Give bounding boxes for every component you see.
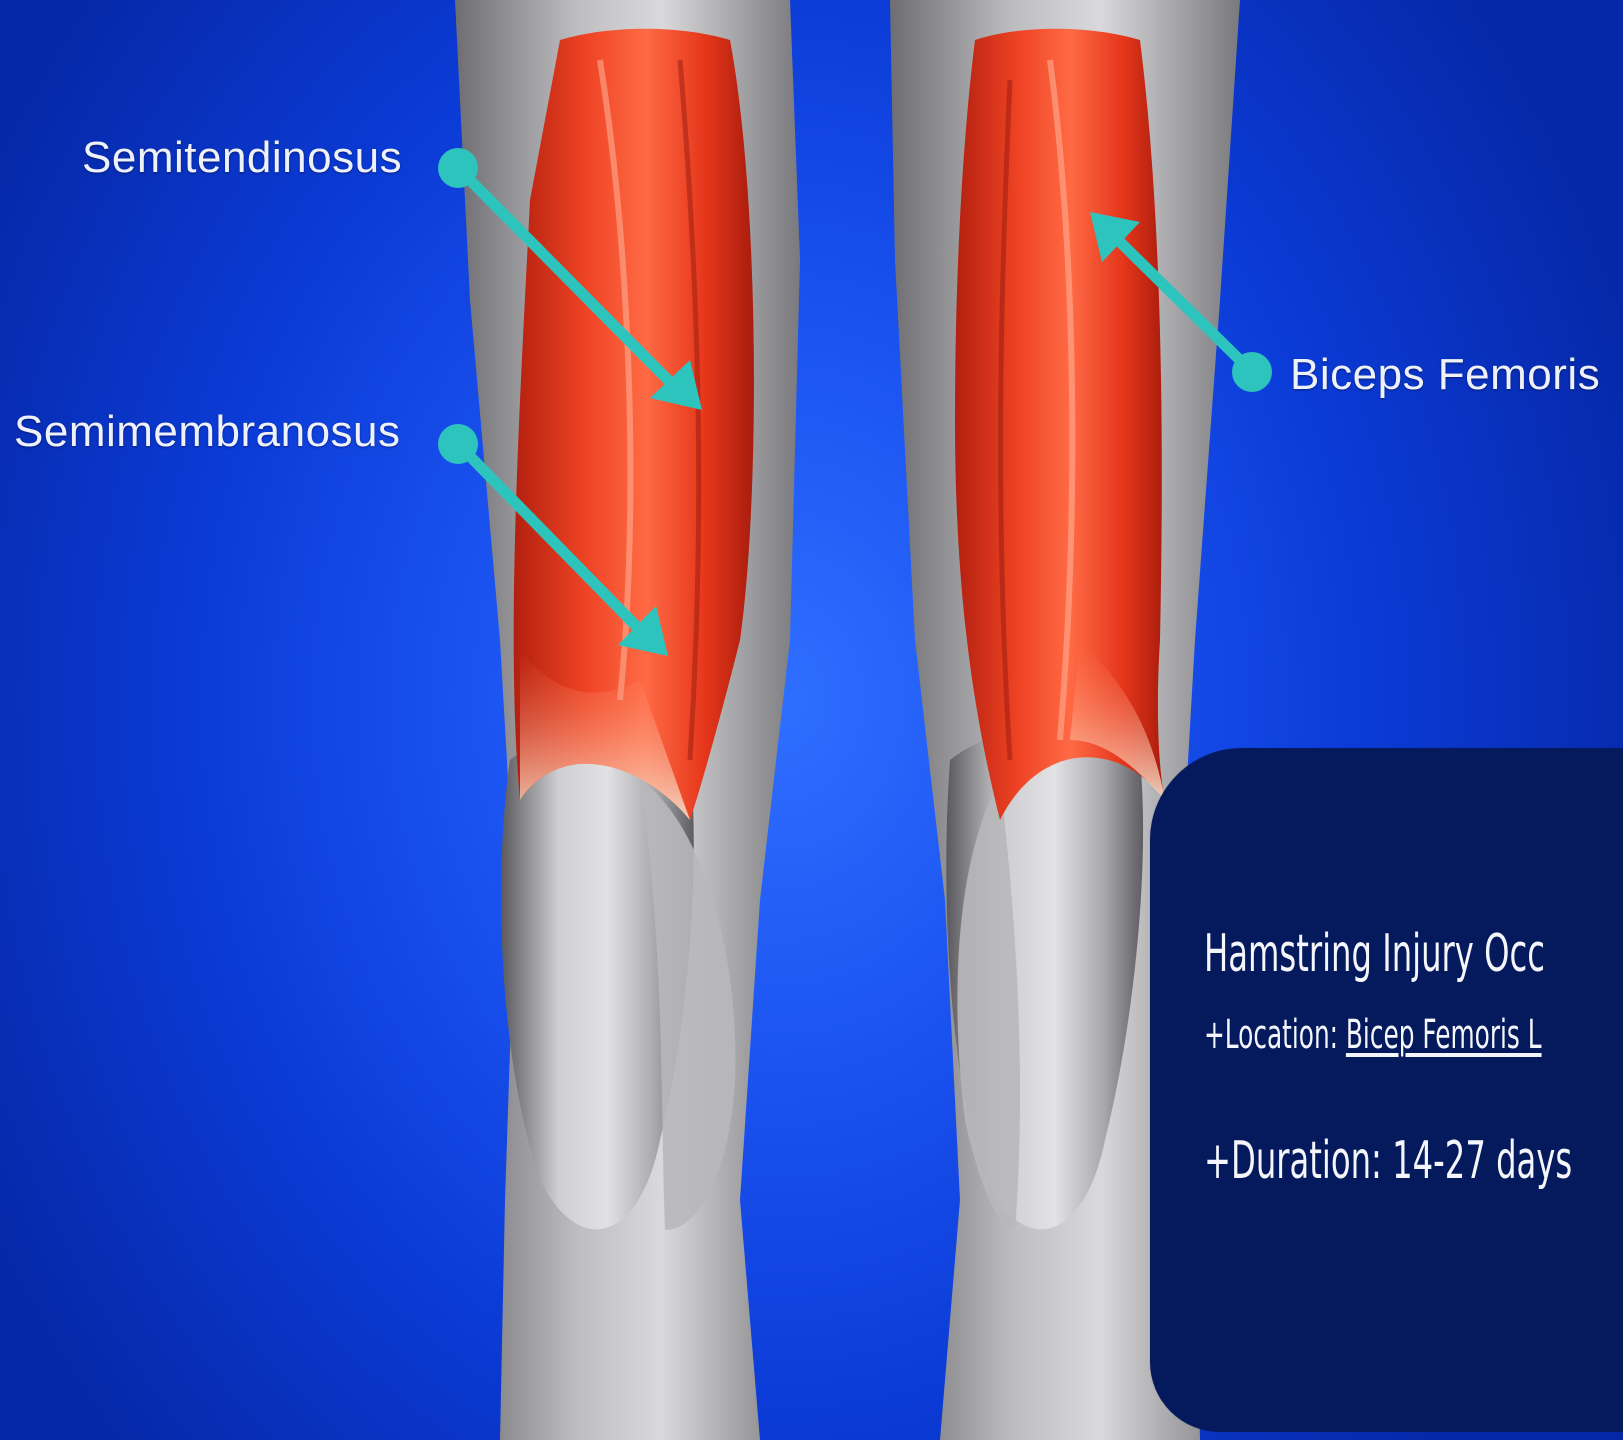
label-semimembranosus: Semimembranosus [14,410,401,454]
label-semitendinosus: Semitendinosus [82,136,402,180]
injury-location: +Location: Bicep Femoris L [1204,1015,1542,1055]
injury-duration: +Duration: 14-27 days [1204,1135,1572,1187]
location-prefix: +Location: [1204,1012,1346,1058]
injury-info-panel [1150,748,1623,1432]
location-value: Bicep Femoris L [1346,1012,1542,1058]
label-biceps-femoris: Biceps Femoris [1290,353,1600,397]
injury-title: Hamstring Injury Occ [1204,928,1545,980]
